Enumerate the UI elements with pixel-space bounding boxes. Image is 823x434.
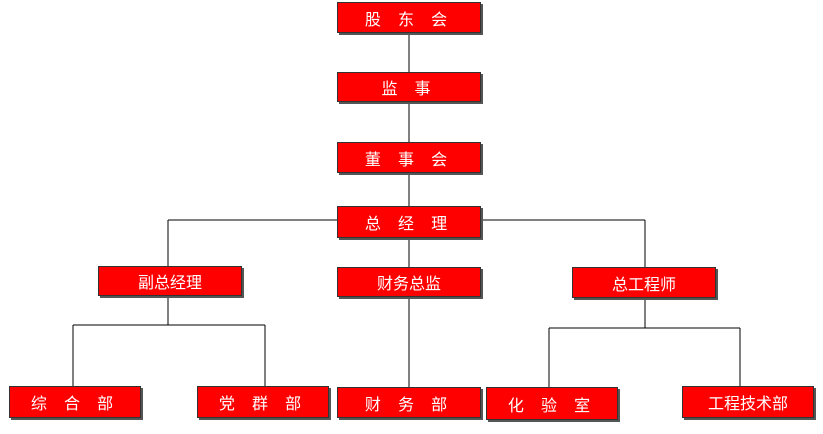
node-chief-engineer: 总工程师 bbox=[572, 267, 716, 298]
node-finance-dept: 财 务 部 bbox=[337, 387, 481, 418]
node-cfo: 财务总监 bbox=[337, 267, 481, 297]
node-lab: 化 验 室 bbox=[486, 387, 618, 420]
node-general-dept: 综 合 部 bbox=[9, 386, 141, 418]
node-general-manager: 总 经 理 bbox=[337, 206, 481, 238]
node-supervisor: 监 事 bbox=[337, 72, 481, 102]
node-engineering-dept: 工程技术部 bbox=[682, 386, 814, 418]
node-deputy-gm: 副总经理 bbox=[98, 266, 242, 296]
node-board: 董 事 会 bbox=[337, 142, 481, 173]
node-party-dept: 党 群 部 bbox=[197, 386, 329, 418]
node-shareholders: 股 东 会 bbox=[337, 2, 481, 33]
